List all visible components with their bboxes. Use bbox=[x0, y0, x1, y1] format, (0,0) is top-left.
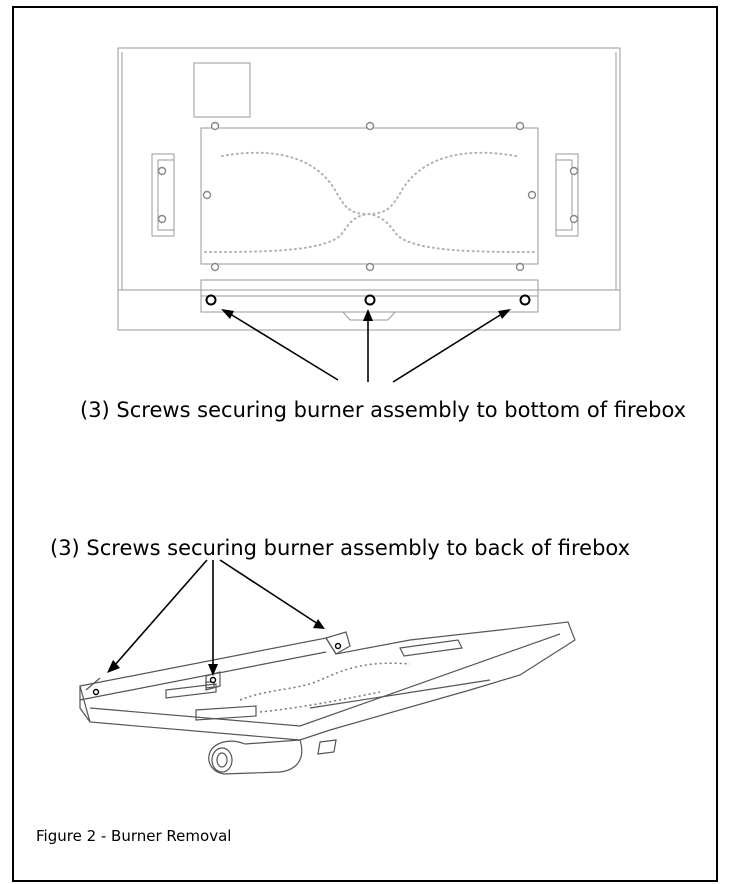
burner-port-pattern-iso bbox=[239, 662, 411, 713]
arrow-head-back-left bbox=[107, 660, 120, 673]
burner-plate bbox=[200, 127, 539, 265]
arrow-head-left bbox=[221, 309, 234, 319]
arrow-head-back-right bbox=[313, 619, 325, 629]
burner-port-pattern bbox=[204, 151, 536, 253]
gas-valve bbox=[208, 739, 303, 775]
left-bracket bbox=[151, 153, 175, 237]
burner-assembly-isometric bbox=[79, 621, 576, 775]
bottom-screws-label: (3) Screws securing burner assembly to b… bbox=[80, 398, 687, 422]
bottom-callout-arrows bbox=[226, 311, 506, 383]
tray-slot-1 bbox=[195, 705, 257, 721]
firebox-front-view bbox=[117, 47, 621, 331]
access-panel bbox=[193, 62, 251, 118]
back-screws bbox=[92, 642, 342, 696]
firebox-outline bbox=[117, 47, 621, 331]
arrow-head-middle bbox=[363, 309, 373, 321]
mounting-screws bbox=[157, 121, 579, 272]
figure-frame bbox=[12, 6, 718, 882]
bottom-screws bbox=[205, 294, 531, 306]
back-screws-label: (3) Screws securing burner assembly to b… bbox=[50, 536, 631, 560]
figure-caption: Figure 2 - Burner Removal bbox=[36, 827, 232, 845]
back-callout-arrows bbox=[113, 559, 319, 668]
arrow-head-back-middle bbox=[208, 664, 218, 676]
right-bracket bbox=[555, 153, 579, 237]
tray-slot-2 bbox=[399, 639, 463, 657]
arrow-head-right bbox=[498, 309, 511, 319]
